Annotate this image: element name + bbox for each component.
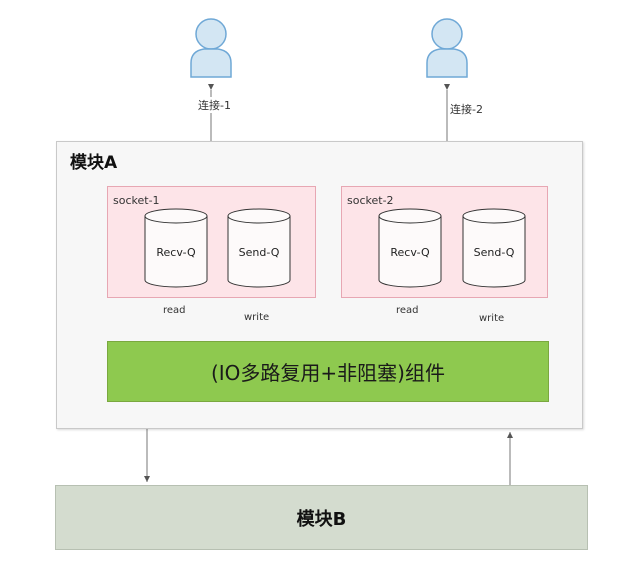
socket-2-recv-label: Recv-Q [390, 246, 430, 259]
socket-2-send-label: Send-Q [473, 246, 515, 259]
socket-1-send-queue-cylinder [227, 208, 291, 288]
socket-2-write-label: write [479, 313, 505, 324]
socket-2-label: socket-2 [347, 194, 394, 207]
socket-1-label: socket-1 [113, 194, 160, 207]
module-b-title: 模块B [296, 508, 347, 530]
socket-1-recv-label: Recv-Q [156, 246, 196, 259]
socket-1-write-label: write [244, 312, 270, 323]
socket-1-read-label: read [163, 305, 186, 316]
module-a-title: 模块A [70, 153, 118, 173]
module-b-container: 模块B [55, 485, 588, 550]
socket-2-recv-queue-cylinder [378, 208, 442, 288]
socket-2-read-label: read [396, 305, 419, 316]
socket-1-recv-queue-cylinder [144, 208, 208, 288]
connection-2-label: 连接-2 [448, 101, 485, 117]
user-2-icon [426, 18, 468, 78]
socket-2-send-queue-cylinder [462, 208, 526, 288]
user-1-icon [190, 18, 232, 78]
io-multiplexing-component: (IO多路复用+非阻塞)组件 [107, 341, 549, 402]
socket-1-send-label: Send-Q [238, 246, 280, 259]
io-component-label: (IO多路复用+非阻塞)组件 [210, 361, 445, 385]
connection-1-label: 连接-1 [196, 97, 233, 113]
